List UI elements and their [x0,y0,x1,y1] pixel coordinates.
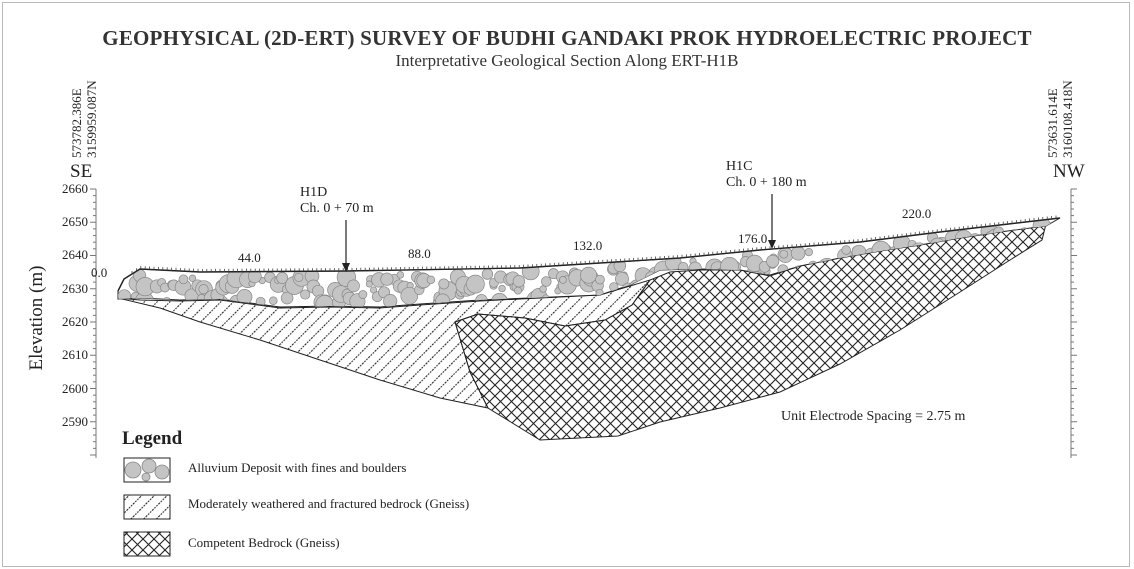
boulder [1052,239,1060,259]
electrode-ticks [131,215,1057,274]
boulder [615,271,629,286]
y-tick-label: 2630 [62,281,88,296]
legend-label-weathered: Moderately weathered and fractured bedro… [188,496,469,511]
boulder [804,247,813,257]
boulder [118,304,130,307]
boulder [276,272,289,284]
boulder [481,268,494,280]
boulder [380,272,394,286]
boulder [438,278,450,290]
ground-surface-line [117,217,1061,292]
legend-swatch-competent [123,531,171,557]
borehole-h1d-name: H1D [300,185,327,200]
boulder [347,279,360,293]
boulder [580,266,598,284]
chainage-label: 176.0 [738,231,767,246]
boulder [188,274,197,282]
electrode-spacing-note: Unit Electrode Spacing = 2.75 m [781,409,966,424]
boulder [1054,222,1060,234]
boulder [178,274,189,285]
y-tick-label: 2620 [62,314,88,329]
figure-subtitle: Interpretative Geological Section Along … [395,51,739,70]
weathered-bedrock-zone [117,279,652,409]
boulder [269,296,278,306]
boulder [1044,234,1055,244]
y-tick-label: 2600 [62,381,88,396]
boulder [280,291,294,305]
legend-swatch-alluvium [123,457,171,483]
borehole-h1c-arrow [768,194,776,249]
boulder [541,276,552,287]
y-axis-label: Elevation (m) [26,266,47,371]
legend-swatch-weathered [123,494,171,520]
y-tick-label: 2590 [62,414,88,429]
borehole-h1d-chainage: Ch. 0 + 70 m [300,201,374,216]
boulder [198,284,209,295]
right-northing-label: 3160108.418N [1060,80,1075,158]
legend-title: Legend [122,428,183,449]
y-tick-label: 2640 [62,247,88,262]
left-easting-label: 573782.386E [69,88,84,158]
boulder [512,275,526,288]
right-direction-label: NW [1053,161,1085,182]
chainage-label: 88.0 [408,246,431,261]
left-direction-label: SE [70,161,92,182]
boulder [1050,227,1060,242]
boulder [498,284,506,293]
boulder [466,274,485,294]
left-northing-label: 3159959.087N [84,80,99,158]
legend-label-alluvium: Alluvium Deposit with fines and boulders [188,460,406,475]
boulder [766,254,780,268]
legend-label-competent: Competent Bedrock (Gneiss) [188,535,340,550]
axis-ticks [90,188,1077,456]
boulder [426,275,436,285]
boulder [790,246,806,261]
boulder [1043,235,1060,254]
figure-title: GEOPHYSICAL (2D-ERT) SURVEY OF BUDHI GAN… [102,26,1032,50]
boulder [383,294,398,307]
y-tick-label: 2610 [62,347,88,362]
boulder [559,276,567,284]
boulder [1042,244,1052,255]
borehole-h1d-arrow [342,220,350,272]
chainage-label: 44.0 [238,250,261,265]
boulder [514,286,522,295]
boulder [595,274,605,285]
boulder [300,289,311,300]
right-easting-label: 573631.614E [1045,88,1060,158]
y-tick-label: 2650 [62,214,88,229]
chainage-label: 132.0 [573,238,602,253]
borehole-h1c-name: H1C [726,159,752,174]
boulder [358,290,368,299]
borehole-h1c-chainage: Ch. 0 + 180 m [726,175,807,190]
boulder [396,271,405,279]
boulder [779,249,789,259]
boulder [365,280,373,288]
boulder [400,286,419,305]
chainage-label: 0.0 [91,265,107,280]
chainage-label: 220.0 [902,206,931,221]
y-tick-label: 2660 [62,181,88,196]
boulder [294,272,304,282]
boulder [841,245,851,255]
